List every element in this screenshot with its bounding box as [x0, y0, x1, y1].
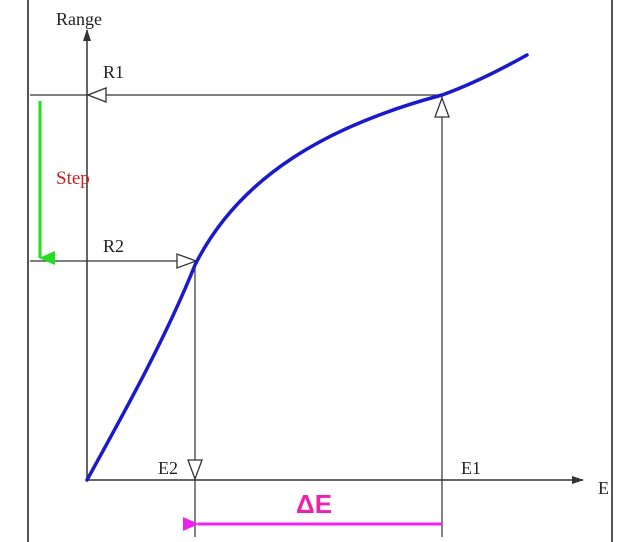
x-axis-label: E — [598, 478, 609, 498]
step-label: Step — [56, 168, 90, 189]
range-curve — [85, 53, 529, 482]
delta-e-label: ΔE — [296, 489, 332, 519]
e2-label: E2 — [158, 458, 178, 478]
r2-label: R2 — [103, 236, 124, 256]
e1-arrowhead — [434, 96, 450, 118]
y-axis-label: Range — [56, 9, 102, 29]
r1-label: R1 — [103, 62, 124, 82]
e1-label: E1 — [461, 458, 481, 478]
e2-arrowhead — [187, 459, 203, 481]
r2-arrowhead — [176, 253, 198, 269]
r1-arrowhead — [86, 87, 107, 103]
